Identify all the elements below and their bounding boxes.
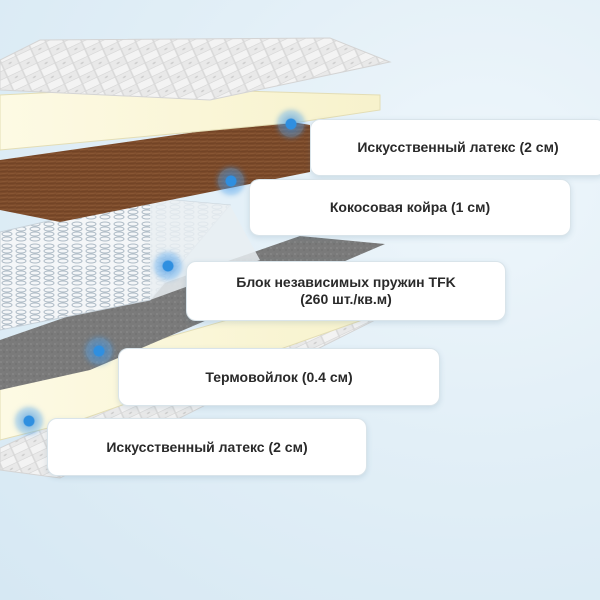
- callout-felt: Термовойлок (0.4 см): [118, 348, 440, 406]
- callout-coconut-coir: Кокосовая койра (1 см): [249, 179, 571, 236]
- callout-bottom-latex: Искусственный латекс (2 см): [47, 418, 367, 476]
- callout-label-sub: (260 шт./кв.м): [300, 291, 392, 307]
- callout-label: Термовойлок (0.4 см): [205, 368, 353, 385]
- coconut-coir-layer: [0, 120, 310, 222]
- layer-3-marker: [155, 253, 181, 279]
- top-quilt-layer: [0, 37, 392, 101]
- callout-label: Искусственный латекс (2 см): [106, 438, 308, 455]
- callout-label: Искусственный латекс (2 см): [357, 139, 559, 155]
- layer-4-marker: [86, 338, 112, 364]
- layer-5-marker: [16, 408, 42, 434]
- layer-1-marker: [278, 111, 304, 137]
- layer-2-marker: [218, 168, 244, 194]
- callout-label: Кокосовая койра (1 см): [329, 199, 491, 215]
- callout-top-latex: Искусственный латекс (2 см): [310, 119, 600, 176]
- callout-spring-block: Блок независимых пружин TFK (260 шт./кв.…: [186, 261, 506, 321]
- callout-label: Блок независимых пружин TFK: [236, 274, 456, 290]
